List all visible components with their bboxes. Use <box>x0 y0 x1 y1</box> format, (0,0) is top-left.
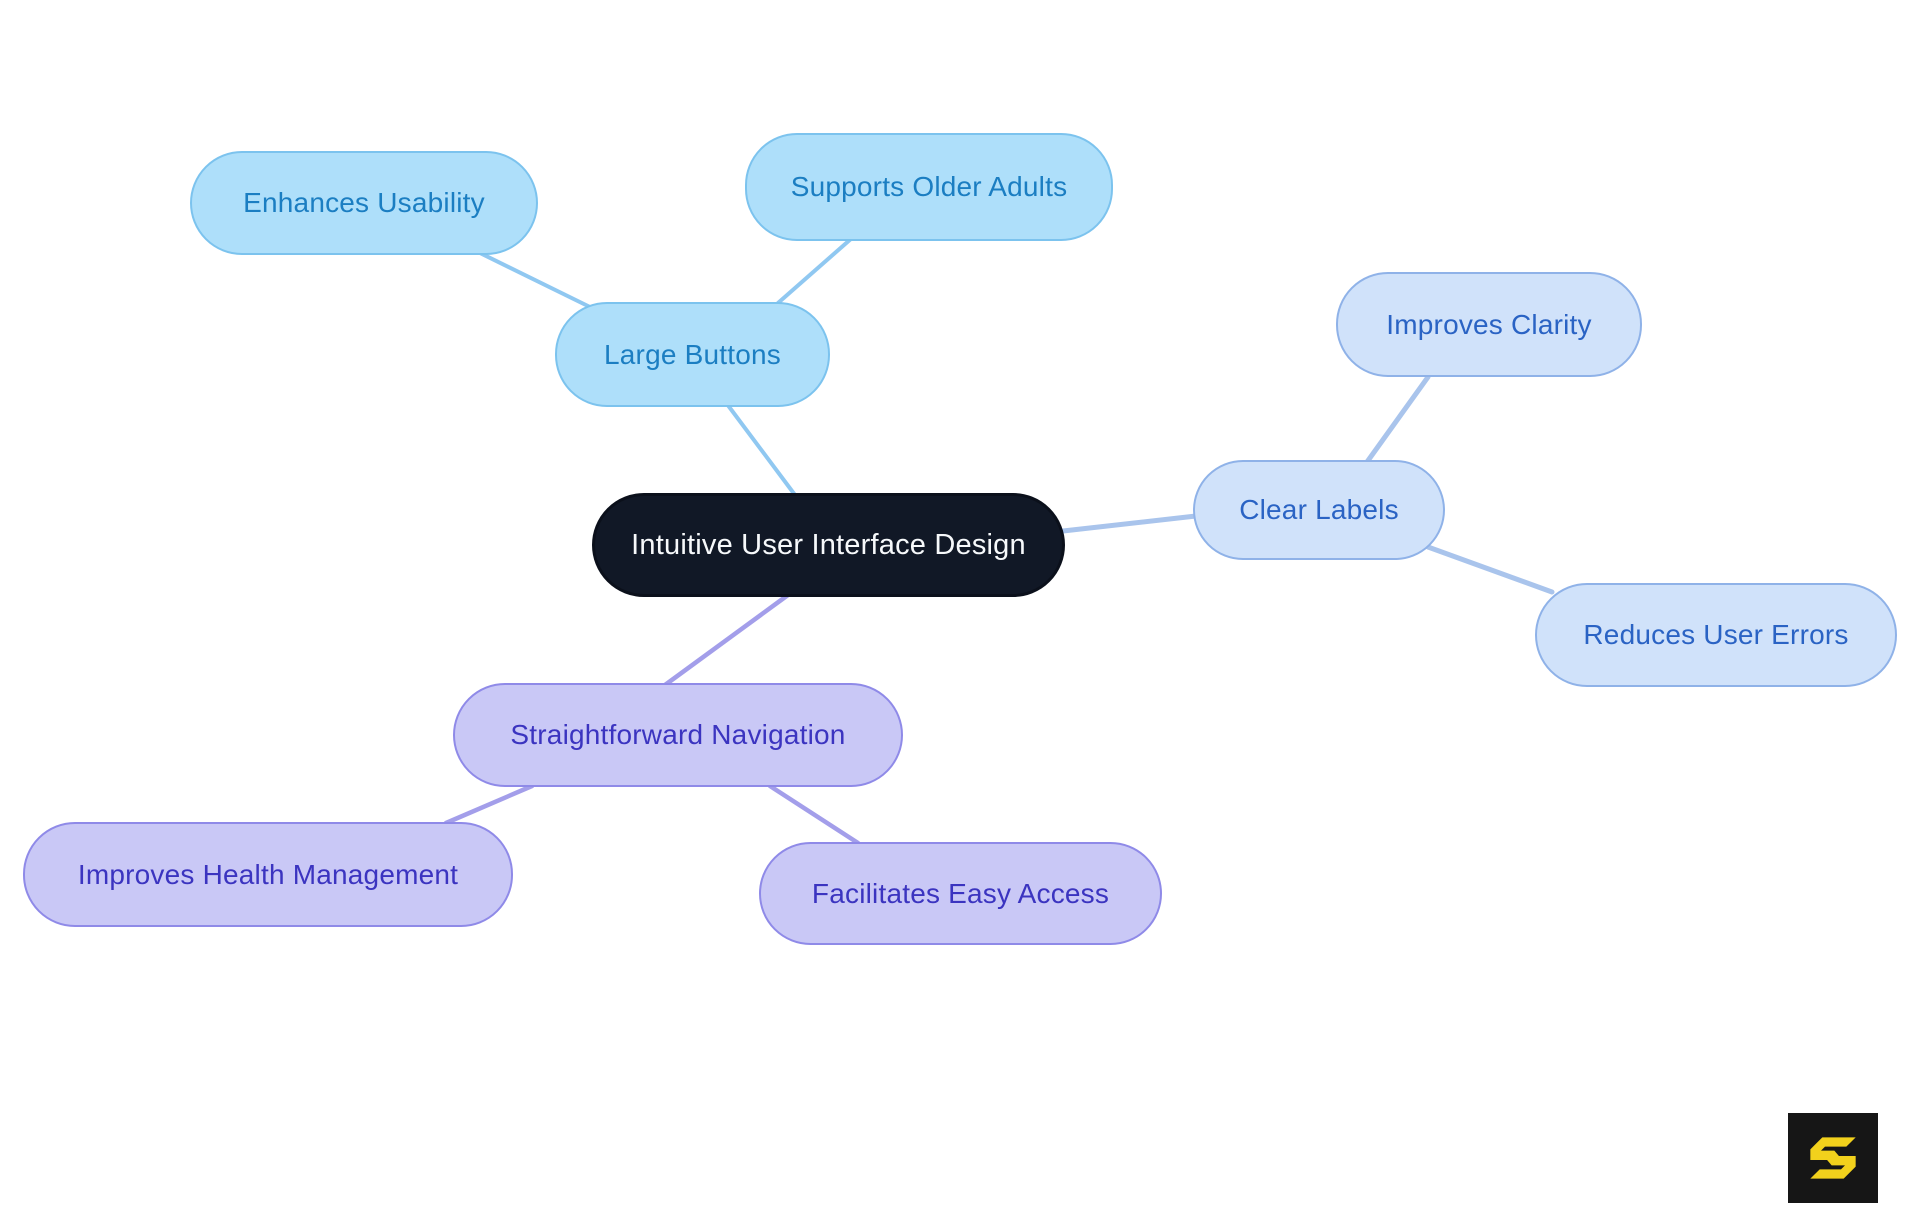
edge-enhances-usability <box>476 250 594 310</box>
node-root[interactable]: Intuitive User Interface Design <box>592 493 1065 597</box>
edge-improves-health-management <box>443 783 535 826</box>
node-improves-health-management-label: Improves Health Management <box>77 858 459 890</box>
edge-supports-older-adults <box>776 236 854 305</box>
node-supports-older-adults-label: Supports Older Adults <box>790 171 1068 202</box>
brand-logo <box>1788 1113 1878 1203</box>
node-clear-labels-label: Clear Labels <box>1239 494 1399 525</box>
node-large-buttons[interactable]: Large Buttons <box>555 302 830 407</box>
node-improves-health-management[interactable]: Improves Health Management <box>23 822 513 927</box>
node-straightforward-navigation-label: Straightforward Navigation <box>510 719 846 750</box>
node-clear-labels[interactable]: Clear Labels <box>1193 460 1445 560</box>
edge-clear-labels <box>1060 513 1199 534</box>
node-facilitates-easy-access-label: Facilitates Easy Access <box>811 877 1110 909</box>
node-reduces-user-errors-label: Reduces User Errors <box>1583 619 1849 650</box>
node-straightforward-navigation[interactable]: Straightforward Navigation <box>453 683 903 787</box>
edge-straightforward-navigation <box>662 592 791 688</box>
node-enhances-usability-label: Enhances Usability <box>243 187 485 218</box>
node-facilitates-easy-access[interactable]: Facilitates Easy Access <box>759 842 1162 945</box>
node-root-label: Intuitive User Interface Design <box>631 528 1026 561</box>
brand-s-icon <box>1810 1137 1856 1179</box>
edge-large-buttons <box>725 402 797 497</box>
node-supports-older-adults[interactable]: Supports Older Adults <box>745 133 1113 241</box>
node-improves-clarity[interactable]: Improves Clarity <box>1336 272 1642 377</box>
node-enhances-usability[interactable]: Enhances Usability <box>190 151 538 255</box>
edge-facilitates-easy-access <box>767 783 861 846</box>
node-reduces-user-errors[interactable]: Reduces User Errors <box>1535 583 1897 687</box>
edge-reduces-user-errors <box>1425 544 1555 595</box>
node-improves-clarity-label: Improves Clarity <box>1386 308 1592 340</box>
edge-improves-clarity <box>1364 374 1431 465</box>
node-large-buttons-label: Large Buttons <box>604 338 781 370</box>
